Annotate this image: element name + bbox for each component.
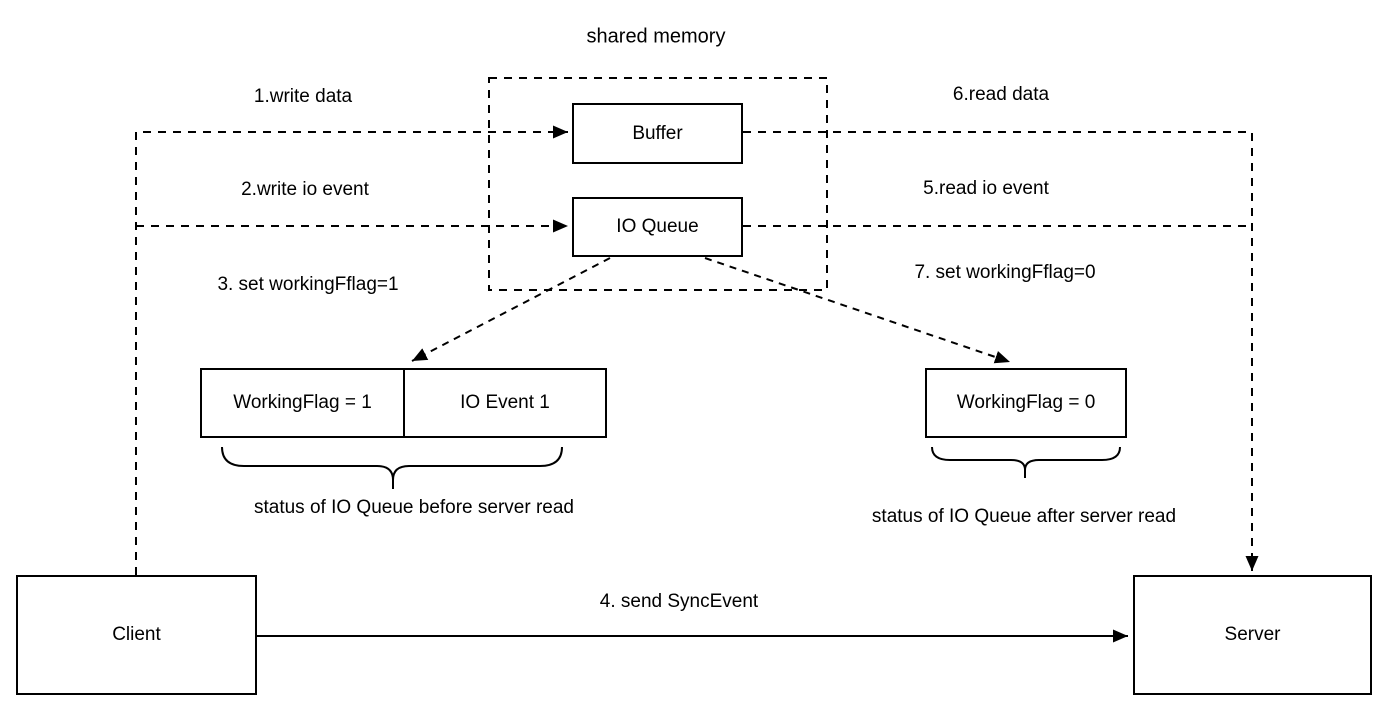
edge-label-read-data: 6.read data bbox=[952, 84, 1050, 105]
io-queue-status-after-box: WorkingFlag = 0 bbox=[925, 368, 1127, 438]
edge-label-write-io-event: 2.write io event bbox=[241, 179, 369, 200]
client-node: Client bbox=[16, 575, 257, 695]
edge-label-write-data: 1.write data bbox=[253, 86, 353, 107]
write-data-arrow-line bbox=[135, 125, 568, 575]
caption-status-after-read: status of IO Queue after server read bbox=[871, 506, 1177, 527]
before-read-brace bbox=[221, 446, 563, 489]
read-data-arrow-line bbox=[743, 131, 1259, 571]
working-flag-1-cell: WorkingFlag = 1 bbox=[202, 370, 405, 436]
edge-label-read-io-event: 5.read io event bbox=[923, 178, 1049, 199]
buffer-node: Buffer bbox=[572, 103, 743, 164]
server-node: Server bbox=[1133, 575, 1372, 695]
edge-label-set-workingflag-1: 3. set workingFflag=1 bbox=[217, 274, 399, 295]
shared-memory-dashed-box bbox=[488, 77, 828, 291]
caption-status-before-read: status of IO Queue before server read bbox=[253, 497, 575, 518]
edge-label-send-syncevent: 4. send SyncEvent bbox=[599, 591, 759, 612]
io-queue-node: IO Queue bbox=[572, 197, 743, 257]
io-queue-status-before-box: WorkingFlag = 1 IO Event 1 bbox=[200, 368, 607, 438]
set-workingflag-1-arrow-line bbox=[411, 257, 611, 362]
shared-memory-title: shared memory bbox=[586, 25, 726, 48]
io-event-1-cell: IO Event 1 bbox=[460, 392, 550, 413]
set-workingflag-0-arrow-line bbox=[704, 257, 1011, 364]
edge-label-set-workingflag-0: 7. set workingFflag=0 bbox=[914, 262, 1096, 283]
after-read-brace bbox=[931, 446, 1121, 478]
